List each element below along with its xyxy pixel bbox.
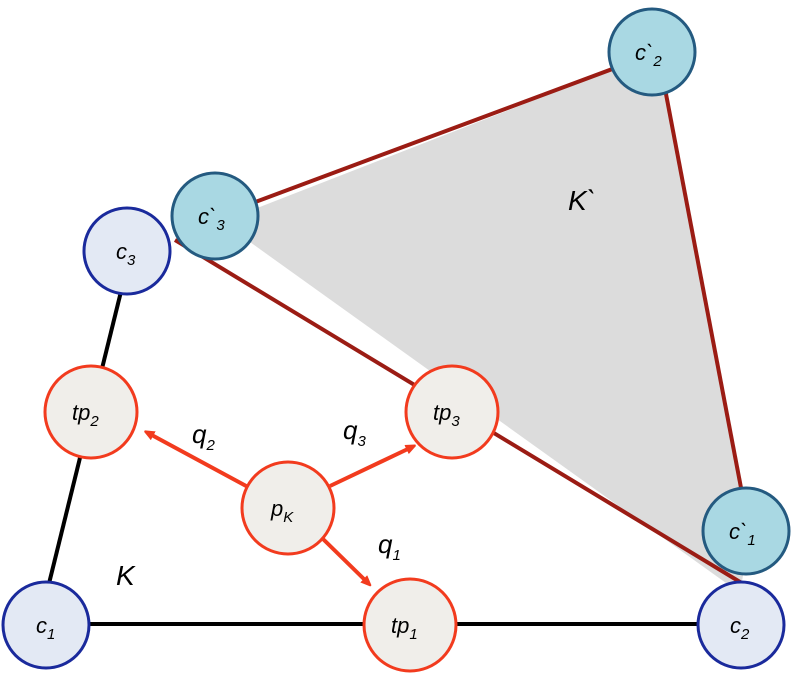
svg-text:c3: c3 bbox=[116, 239, 136, 269]
node-c-prime-3: c`3 bbox=[170, 171, 260, 261]
node-c-prime-2: c`2 bbox=[607, 7, 697, 97]
arrow-q3 bbox=[329, 447, 412, 488]
svg-text:tp2: tp2 bbox=[72, 400, 99, 430]
node-c1: c1 bbox=[1, 580, 91, 670]
label-q1: q1 bbox=[378, 529, 401, 564]
node-pK: pK bbox=[240, 460, 336, 556]
svg-text:c2: c2 bbox=[730, 613, 750, 643]
svg-text:c`1: c`1 bbox=[729, 519, 756, 549]
svg-text:tp1: tp1 bbox=[391, 613, 418, 643]
arrow-q1 bbox=[320, 536, 368, 583]
svg-text:c`3: c`3 bbox=[198, 204, 225, 234]
svg-text:pK: pK bbox=[270, 496, 294, 526]
node-c2: c2 bbox=[696, 580, 786, 670]
triangle-k-prime-edge-top bbox=[214, 50, 659, 219]
svg-text:c`2: c`2 bbox=[635, 40, 662, 70]
label-region-k: K bbox=[116, 560, 136, 591]
svg-text:c1: c1 bbox=[36, 613, 55, 643]
label-region-k-prime: K` bbox=[568, 185, 596, 216]
triangle-k-prime-edge-right bbox=[656, 51, 752, 536]
node-tp2: tp2 bbox=[43, 364, 139, 460]
node-c3: c3 bbox=[82, 206, 172, 296]
arrow-q2 bbox=[148, 433, 249, 489]
node-tp1: tp1 bbox=[362, 577, 458, 673]
svg-text:tp3: tp3 bbox=[433, 400, 460, 430]
label-q2: q2 bbox=[192, 419, 215, 454]
node-c-prime-1: c`1 bbox=[701, 486, 791, 576]
triangle-k-prime bbox=[175, 52, 750, 593]
node-tp3: tp3 bbox=[404, 364, 500, 460]
label-q3: q3 bbox=[343, 415, 366, 450]
